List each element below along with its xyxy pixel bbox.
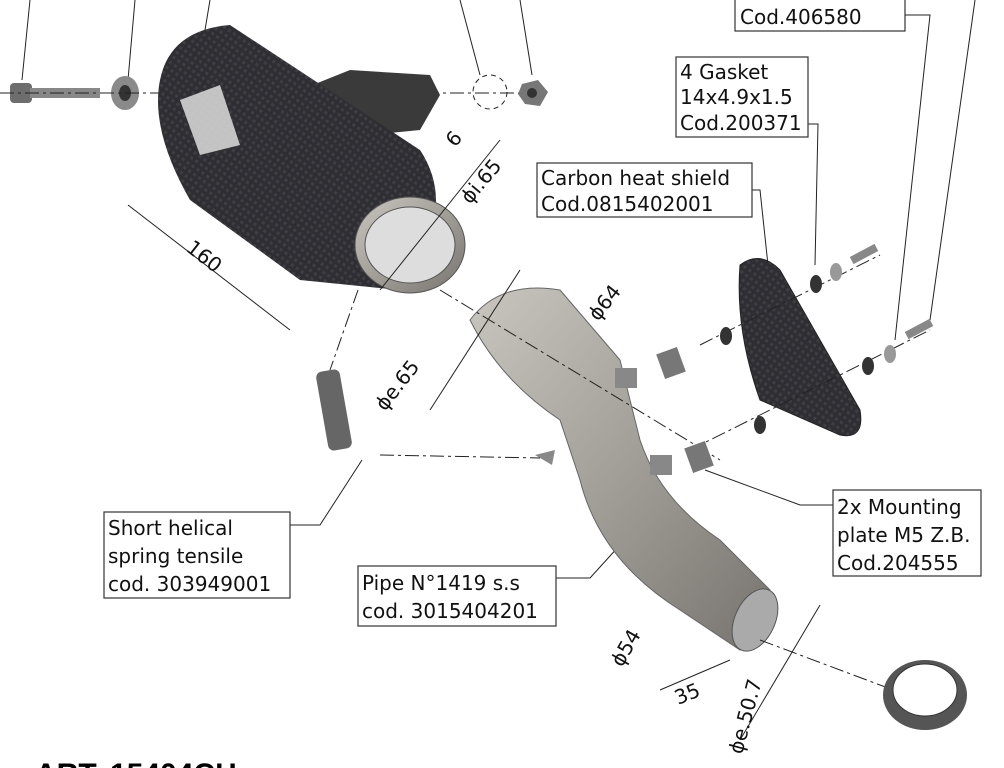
muffler [158, 25, 466, 294]
svg-text:cod. 303949001: cod. 303949001 [108, 572, 271, 596]
svg-text:Carbon heat shield: Carbon heat shield [541, 166, 730, 190]
dim-outlet-length: 35 [671, 678, 704, 710]
gaskets [720, 263, 896, 434]
svg-text:Cod.406580: Cod.406580 [740, 5, 862, 29]
svg-text:14x4.9x1.5: 14x4.9x1.5 [680, 85, 793, 109]
label-top-code: Cod.406580 [734, 0, 906, 32]
outlet-ring [883, 660, 967, 730]
carbon-heat-shield [738, 258, 862, 437]
svg-text:Cod.0815402001: Cod.0815402001 [541, 192, 714, 216]
dim-pipe-outer-dia: ϕe.65 [370, 355, 424, 415]
leader-lines [21, 0, 976, 579]
article-title: ART. 15404CH [35, 758, 237, 768]
nut [518, 80, 548, 106]
label-gasket: 4 Gasket 14x4.9x1.5 Cod.200371 [675, 56, 809, 138]
svg-text:plate M5 Z.B.: plate M5 Z.B. [837, 523, 971, 547]
svg-text:2x Mounting: 2x Mounting [837, 495, 962, 519]
dim-pipe-dia: ϕ64 [583, 280, 626, 325]
exhaust-pipe [469, 287, 779, 652]
label-spring: Short helical spring tensile cod. 303949… [103, 511, 291, 599]
svg-text:Cod.204555: Cod.204555 [837, 551, 959, 575]
label-mounting-plate: 2x Mounting plate M5 Z.B. Cod.204555 [832, 489, 982, 577]
dim-muffler-length: 160 [182, 235, 227, 277]
svg-text:4 Gasket: 4 Gasket [680, 60, 768, 84]
label-heat-shield: Carbon heat shield Cod.0815402001 [536, 162, 753, 218]
dim-bracket: 6 [440, 126, 467, 151]
screws [849, 243, 934, 340]
dim-muffler-inner-dia: ϕi.65 [455, 154, 506, 208]
label-pipe: Pipe N°1419 s.s cod. 3015404201 [357, 565, 557, 627]
helical-spring [316, 369, 352, 451]
svg-text:Pipe N°1419 s.s: Pipe N°1419 s.s [362, 571, 520, 595]
svg-text:Short helical: Short helical [108, 516, 233, 540]
dim-outlet-outer-dia: ϕe.50.7 [724, 676, 767, 756]
mounting-plates [656, 347, 714, 473]
svg-text:spring tensile: spring tensile [108, 544, 243, 568]
svg-text:Cod.200371: Cod.200371 [680, 111, 802, 135]
svg-text:cod. 3015404201: cod. 3015404201 [362, 599, 538, 623]
dim-outlet-dia: ϕ54 [606, 625, 646, 670]
